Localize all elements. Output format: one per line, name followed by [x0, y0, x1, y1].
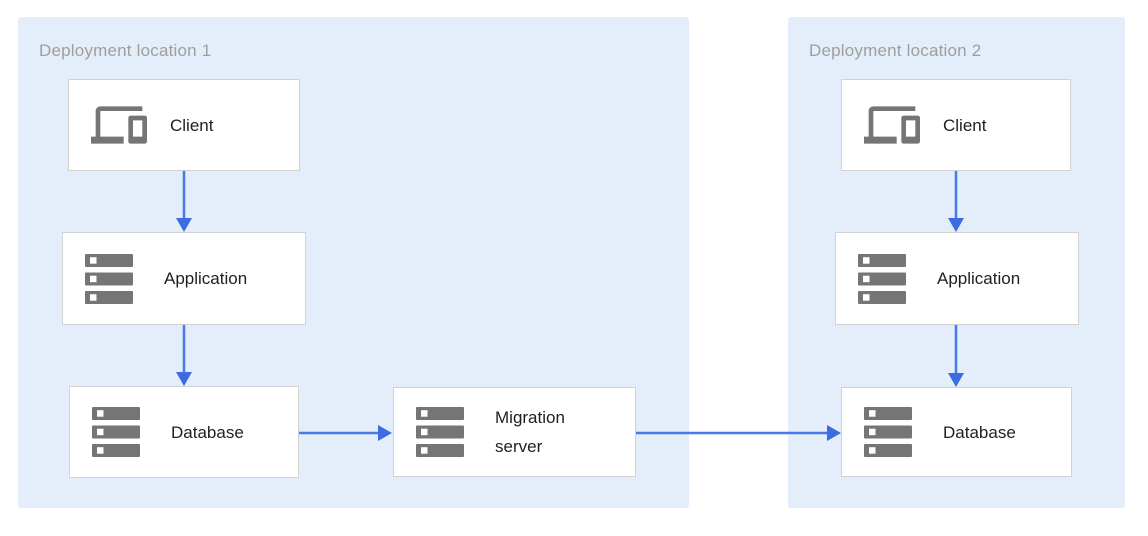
- node-label: Client: [943, 115, 987, 135]
- node-migration-server: Migration server: [393, 387, 636, 477]
- server-stack-icon: [92, 407, 140, 457]
- node-label: Database: [943, 422, 1016, 442]
- region-2-label: Deployment location 2: [809, 41, 982, 60]
- server-stack-icon: [85, 253, 133, 304]
- node-client-1: Client: [68, 79, 300, 171]
- node-application-2: Application: [835, 232, 1079, 325]
- devices-icon: [864, 97, 920, 153]
- node-application-1: Application: [62, 232, 306, 325]
- node-label: Database: [171, 422, 244, 442]
- server-stack-icon: [858, 253, 906, 304]
- node-database-1: Database: [69, 386, 299, 478]
- node-label: Application: [164, 269, 248, 288]
- node-database-2: Database: [841, 387, 1072, 477]
- node-label: Migration server: [495, 408, 565, 456]
- server-stack-icon: [864, 407, 912, 457]
- region-1-label: Deployment location 1: [39, 41, 212, 60]
- node-label: Client: [170, 115, 214, 135]
- node-label: Application: [937, 269, 1021, 288]
- server-stack-icon: [416, 407, 464, 457]
- node-client-2: Client: [841, 79, 1071, 171]
- devices-icon: [91, 97, 147, 153]
